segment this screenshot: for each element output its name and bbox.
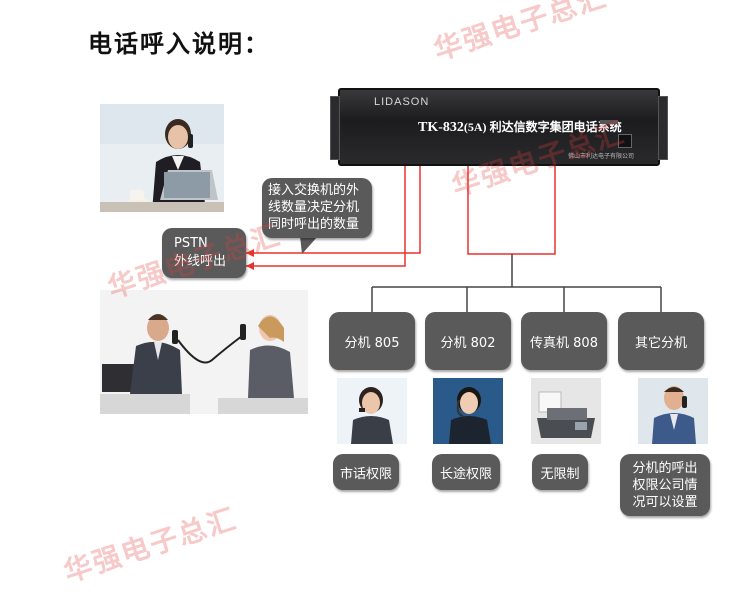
exchange-device: LIDASON TK-832(5A) 利达信数字集团电话系统 佛山市利达电子有限… [330, 88, 668, 166]
extension-box-805: 分机 805 [329, 312, 415, 370]
device-model-code: TK-832 [418, 120, 464, 135]
device-led-icon [600, 120, 618, 124]
device-model: TK-832(5A) 利达信数字集团电话系统 [418, 118, 622, 136]
shouting-call-photo [100, 290, 308, 414]
pstn-label: PSTN [174, 236, 208, 251]
call-center-photo [433, 378, 503, 444]
local-call-permission: 市话权限 [333, 454, 399, 490]
long-distance-permission: 长途权限 [432, 454, 500, 490]
extension-box-802: 分机 802 [425, 312, 511, 370]
fax-box-808: 传真机 808 [521, 312, 607, 370]
trunk-callout: 接入交换机的外线数量决定分机同时呼出的数量 [262, 178, 372, 238]
arrowhead-2 [246, 262, 254, 270]
pstn-outbound-label: 外线呼出 [174, 254, 227, 269]
operator-woman-photo [337, 378, 407, 444]
power-switch-icon [618, 134, 632, 148]
office-phone-photo [100, 104, 224, 212]
rack-ear-left [330, 96, 340, 160]
rack-ear-right [658, 96, 668, 160]
device-maker: 佛山市利达电子有限公司 [567, 153, 634, 160]
page-title: 电话呼入说明： [88, 30, 270, 58]
device-model-name: 利达信数字集团电话系统 [489, 120, 622, 134]
fax-machine-photo [531, 378, 601, 444]
pstn-box: PSTN 外线呼出 [162, 228, 246, 278]
device-model-suffix: (5A) [463, 120, 487, 134]
red-line-1 [246, 166, 421, 254]
configurable-permission: 分机的呼出权限公司情况可以设置 [620, 454, 710, 516]
callout-pointer [300, 236, 318, 254]
arrowhead-1 [246, 249, 254, 257]
other-extension-box: 其它分机 [618, 312, 704, 370]
device-brand: LIDASON [374, 96, 430, 108]
office-man-photo [638, 378, 708, 444]
unrestricted-permission: 无限制 [532, 454, 588, 490]
red-line-2 [246, 166, 406, 267]
